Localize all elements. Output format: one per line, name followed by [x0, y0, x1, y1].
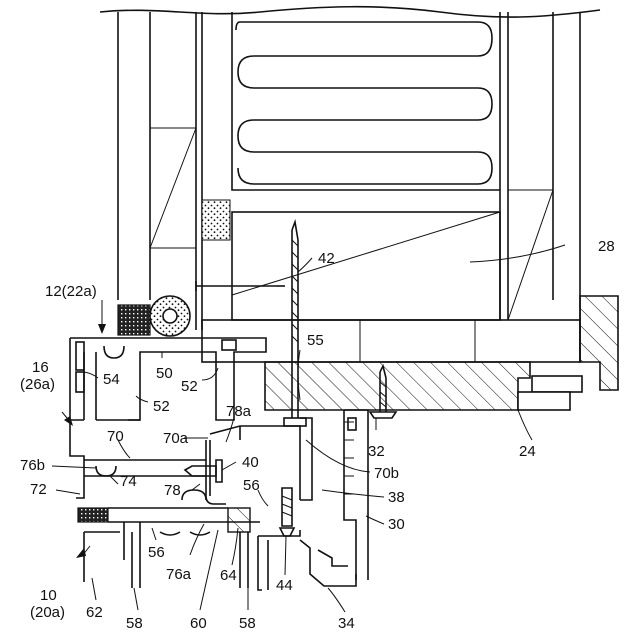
label-26a: (26a) [20, 376, 55, 393]
label-76b: 76b [20, 457, 45, 474]
label-16: 16 [32, 359, 49, 376]
label-56-upper: 56 [243, 477, 260, 494]
label-58-right: 58 [239, 615, 256, 632]
foam-roll [150, 296, 190, 336]
gasket-strip-2 [202, 200, 230, 240]
label-54: 54 [103, 371, 120, 388]
label-52-left: 52 [153, 398, 170, 415]
label-70b: 70b [374, 465, 399, 482]
label-34: 34 [338, 615, 355, 632]
label-50: 50 [156, 365, 173, 382]
break-line [100, 7, 600, 17]
label-62: 62 [86, 604, 103, 621]
leader-lines [52, 245, 565, 612]
bottom-gasket [78, 508, 108, 522]
profile-34 [258, 530, 356, 590]
label-30: 30 [388, 516, 405, 533]
label-56-lower: 56 [148, 544, 165, 561]
label-38: 38 [388, 489, 405, 506]
sill-24 [265, 296, 618, 410]
label-44: 44 [276, 577, 293, 594]
label-52-right: 52 [181, 378, 198, 395]
label-78a: 78a [226, 403, 252, 420]
label-32: 32 [368, 443, 385, 460]
label-42: 42 [318, 250, 335, 267]
label-24: 24 [519, 443, 536, 460]
label-55: 55 [307, 332, 324, 349]
label-60: 60 [190, 615, 207, 632]
label-72: 72 [30, 481, 47, 498]
bolt-40 [185, 460, 222, 482]
hatched-insert [228, 508, 250, 532]
label-70a: 70a [163, 430, 189, 447]
label-12: 12(22a) [45, 283, 97, 300]
wall-block [202, 190, 580, 362]
label-28: 28 [598, 238, 615, 255]
labels: 28 42 12(22a) 55 16 (26a) 54 50 52 52 78… [20, 238, 615, 632]
label-64: 64 [220, 567, 237, 584]
label-74: 74 [120, 473, 137, 490]
label-78: 78 [164, 482, 181, 499]
screw-44 [280, 488, 294, 536]
gasket-strip [118, 305, 150, 335]
label-76a: 76a [166, 566, 192, 583]
label-10: 10 [40, 587, 57, 604]
insulation [232, 12, 500, 190]
label-70: 70 [107, 428, 124, 445]
label-40: 40 [242, 454, 259, 471]
label-58-left: 58 [126, 615, 143, 632]
label-20a: (20a) [30, 604, 65, 621]
